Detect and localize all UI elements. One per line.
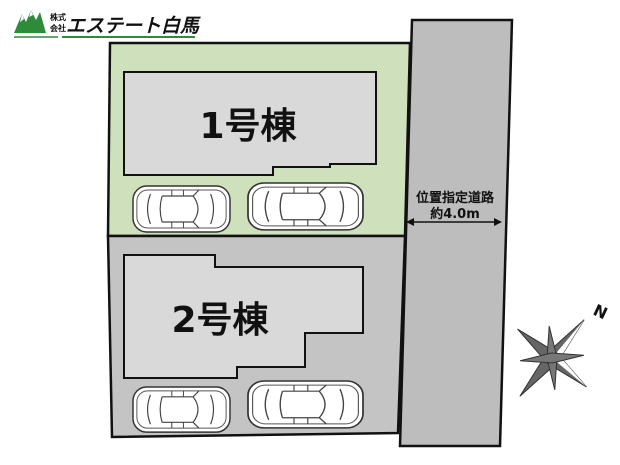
logo-name: エステート白馬 (66, 15, 201, 37)
road-width-arrow (406, 218, 502, 226)
car-icon (247, 182, 364, 231)
logo-kaisha: 会社 (50, 23, 66, 33)
logo-kabushiki: 株式 (50, 12, 66, 22)
company-logo: 株式 会社 エステート白馬 (14, 10, 201, 38)
car-icon (132, 185, 231, 233)
road-width: 約4.0m (430, 206, 480, 222)
building-2 (123, 254, 364, 379)
north-label: N (590, 300, 610, 323)
building-1 (123, 71, 377, 176)
car-icon (247, 380, 364, 429)
building-1-label: 1号棟 (199, 106, 297, 147)
road-label: 位置指定道路 (416, 190, 495, 206)
mountain-logo-icon (14, 10, 46, 33)
road (398, 18, 514, 448)
car-icon (132, 386, 231, 433)
north-compass-icon: N (517, 300, 610, 397)
building-2-label: 2号棟 (171, 300, 269, 341)
